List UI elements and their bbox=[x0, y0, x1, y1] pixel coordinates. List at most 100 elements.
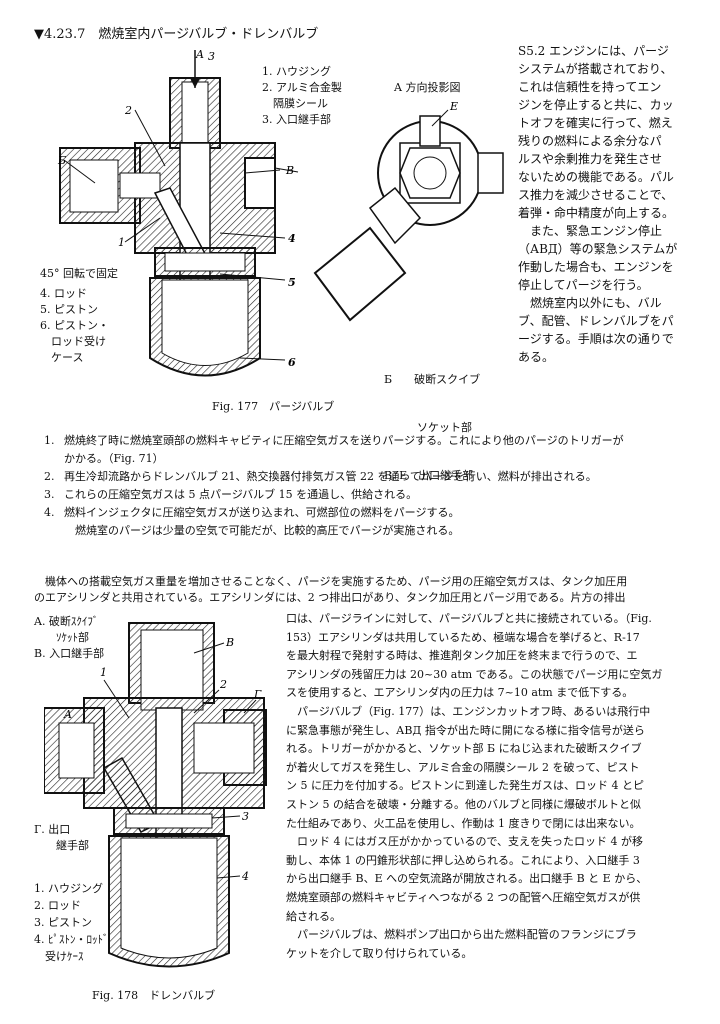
purge-steps-list: 1.燃焼終了時に燃焼室頭部の燃料キャビティに圧縮空気ガスを送りパージする。これに… bbox=[44, 433, 704, 539]
fig177-legend-right: Б 破断スクイブ ソケット部 B, E 出口継手部 bbox=[384, 340, 480, 500]
text-line: パージバルブは、燃料ポンプ出口から出た燃料配管のフランジにブラ bbox=[286, 928, 637, 942]
text-line: を最大射程で発射する時は、推進剤タンク加圧を終末まで行うので、エ bbox=[286, 649, 638, 663]
section-title: ▼4.23.7 燃焼室内パージバルブ・ドレンバルブ bbox=[34, 27, 319, 42]
part-item: 隔膜シール bbox=[262, 97, 328, 110]
callout-5: 5 bbox=[288, 276, 296, 289]
fig178-parts-list: 1. ハウジング 2. ロッド 3. ピストン 4. ﾋﾟｽﾄﾝ・ﾛｯﾄﾞ 受け… bbox=[34, 880, 109, 965]
callout-3: 3 bbox=[208, 50, 215, 63]
legend-line: B, E 出口継手部 bbox=[384, 469, 474, 482]
text-line: ある。 bbox=[518, 350, 555, 364]
legend-line: B. 入口継手部 bbox=[34, 647, 105, 660]
part-item: 受けｹｰｽ bbox=[34, 950, 84, 963]
callout-6: 6 bbox=[288, 356, 296, 369]
text-line: （АВД）等の緊急システムが bbox=[518, 242, 678, 256]
part-item: 1. ハウジング bbox=[34, 882, 103, 895]
part-item: 3. ピストン bbox=[34, 916, 92, 929]
list-item: 3.これらの圧縮空気ガスは 5 点パージバルブ 15 を通過し、供給される。 bbox=[44, 488, 418, 501]
text-line: た仕組みであり、火工品を使用し、作動は 1 度きりで閉には出来ない。 bbox=[286, 816, 641, 830]
list-item: 1.燃焼終了時に燃焼室頭部の燃料キャビティに圧縮空気ガスを送りパージする。これに… bbox=[44, 434, 624, 447]
callout-3: 3 bbox=[242, 810, 249, 823]
part-item: 4. ロッド bbox=[40, 287, 87, 300]
list-item: かかる。（Fig. 71） bbox=[64, 452, 164, 465]
part-item: 5. ピストン bbox=[40, 303, 98, 316]
legend-line: Б 破断スクイブ bbox=[384, 373, 481, 386]
text-line: スを使用すると、エアシリンダ内の圧力は 7~10 atm まで低下する。 bbox=[286, 686, 634, 700]
callout-1: 1 bbox=[100, 666, 107, 679]
text-line: に緊急事態が発生し、АВД 指令が出た時に開になる様に指令信号が送ら bbox=[286, 723, 645, 737]
list-item: 2.再生冷却流路からドレンバルブ 21、熱交換器付排気ガス管 22 を通ってパー… bbox=[44, 470, 597, 483]
text-line: 口は、パージラインに対して、パージバルブと共に接続されている。（Fig. bbox=[286, 612, 652, 625]
callout-4: 4 bbox=[288, 232, 296, 245]
text-line: S5.2 エンジンには、パージ bbox=[518, 44, 669, 58]
list-item: 燃焼室のパージは少量の空気で可能だが、比較的高圧でパージが実施される。 bbox=[64, 524, 460, 537]
text-line: ージする。手順は次の通りで bbox=[518, 332, 674, 346]
part-item: 3. 入口継手部 bbox=[262, 113, 331, 126]
right-column-text: S5.2 エンジンには、パージ システムが搭載されており、 これは信頼性を持って… bbox=[518, 42, 698, 366]
text-line: 停止してパージを行う。 bbox=[518, 278, 649, 292]
text-line: ス推力を減少させることで、 bbox=[518, 188, 674, 202]
a-view-label: A 方向投影図 bbox=[394, 81, 461, 94]
text-line: ルスや余剰推力を発生させ bbox=[518, 152, 663, 166]
fig178-legend-top: A. 破断ｽｸｲﾌﾞ ｿｹｯﾄ部 B. 入口継手部 bbox=[34, 614, 104, 662]
part-item: 6. ピストン・ bbox=[40, 319, 109, 332]
part-item: ケース bbox=[40, 351, 84, 364]
callout-a3: A bbox=[195, 48, 204, 61]
text-line: システムが搭載されており、 bbox=[518, 62, 673, 76]
callout-4: 4 bbox=[241, 870, 249, 883]
fig177-purge-valve-drawing: A 3 2 Б 1 B 4 5 6 bbox=[57, 48, 299, 377]
text-line: 機体への搭載空気ガス重量を増加させることなく、パージを実施するため、パージ用の圧… bbox=[34, 575, 628, 588]
callout-b: B bbox=[225, 636, 234, 649]
body-paragraph: 機体への搭載空気ガス重量を増加させることなく、パージを実施するため、パージ用の圧… bbox=[34, 574, 706, 606]
text-line: 燃焼室頭部の燃料キャビティへつながる 2 つの配管へ圧縮空気ガスが供 bbox=[286, 890, 641, 904]
part-item: 2. アルミ合金製 bbox=[262, 81, 342, 94]
legend-line: ｿｹｯﾄ部 bbox=[34, 631, 89, 644]
text-line: 給される。 bbox=[286, 909, 341, 923]
part-item: 1. ハウジング bbox=[262, 65, 331, 78]
right-column-text-2: 口は、パージラインに対して、パージバルブと共に接続されている。（Fig. 153… bbox=[286, 610, 706, 963]
fig177-a-view-drawing: E bbox=[313, 100, 504, 322]
text-line: 作動した場合も、エンジンを bbox=[518, 260, 674, 274]
part-item: 2. ロッド bbox=[34, 899, 81, 912]
text-line: ストン 5 の結合を破壊・分離する。他のバルブと同様に爆破ボルトと似 bbox=[286, 797, 641, 811]
text-line: から出口継手 B、E への空気流路が開放される。出口継手 B と E から、 bbox=[286, 872, 648, 886]
callout-b: B bbox=[285, 164, 294, 177]
callout-a: A bbox=[63, 708, 72, 721]
text-line: ン 5 に圧力を付加する。ピストンに到達した発生ガスは、ロッド 4 とピ bbox=[286, 779, 644, 793]
text-line: ロッド 4 にはガス圧がかかっているので、支えを失ったロッド 4 が移 bbox=[286, 835, 643, 849]
legend-line: Г. 出口 bbox=[34, 823, 71, 836]
text-line: れる。トリガーがかかると、ソケット部 Б にねじ込まれた破断スクイブ bbox=[286, 742, 642, 756]
text-line: のエアシリンダと共用されている。エアシリンダには、2 つ排出口があり、タンク加圧… bbox=[34, 591, 626, 604]
rotation-note: 45° 回転で固定 bbox=[40, 267, 118, 280]
text-line: ないための機能である。パル bbox=[518, 170, 674, 184]
text-line: 動し、本体 1 の円錐形状部に押し込められる。これにより、入口継手 3 bbox=[286, 853, 640, 867]
callout-1: 1 bbox=[118, 236, 125, 249]
text-line: トオフを確実に行って、燃え bbox=[518, 116, 673, 130]
text-line: パージバルブ（Fig. 177）は、エンジンカットオフ時、あるいは飛行中 bbox=[286, 704, 651, 718]
callout-b-socket: Б bbox=[57, 154, 66, 167]
callout-e: E bbox=[449, 100, 458, 113]
fig177-legend-left: 45° 回転で固定 4. ロッド 5. ピストン 6. ピストン・ ロッド受け … bbox=[40, 266, 118, 366]
text-line: また、緊急エンジン停止 bbox=[518, 224, 663, 238]
text-line: ケットを介して取り付けられている。 bbox=[286, 946, 473, 960]
callout-g: Г bbox=[253, 688, 262, 701]
legend-line: ソケット部 bbox=[384, 421, 472, 434]
callout-2: 2 bbox=[124, 104, 132, 117]
text-line: 残りの燃料による余分なパ bbox=[518, 134, 662, 148]
fig178-caption: Fig. 178 ドレンバルブ bbox=[92, 989, 216, 1002]
legend-line: A. 破断ｽｸｲﾌﾞ bbox=[34, 615, 99, 628]
fig178-legend-outlet: Г. 出口 継手部 bbox=[34, 822, 89, 854]
callout-2: 2 bbox=[219, 678, 227, 691]
part-item: 4. ﾋﾟｽﾄﾝ・ﾛｯﾄﾞ bbox=[34, 933, 109, 946]
text-line: 153）エアシリンダは共用しているため、極端な場合を挙げると、R-17 bbox=[286, 630, 640, 644]
text-line: これは信頼性を持ってエン bbox=[518, 80, 662, 94]
list-item: 4.燃料インジェクタに圧縮空気ガスが送り込まれ、可燃部位の燃料をパージする。 bbox=[44, 506, 460, 519]
text-line: 着弾・命中精度が向上する。 bbox=[518, 206, 675, 220]
text-line: アシリンダの残留圧力は 20~30 atm である。この状態でパージ用に空気ガ bbox=[286, 667, 663, 681]
fig177-caption: Fig. 177 パージバルブ bbox=[212, 400, 335, 413]
fig178-drain-valve-drawing: B 1 2 Г A 3 4 bbox=[44, 622, 267, 968]
text-line: ブ、配管、ドレンバルブをパ bbox=[518, 314, 674, 328]
fig177-parts-list: 1. ハウジング 2. アルミ合金製 隔膜シール 3. 入口継手部 bbox=[262, 64, 342, 128]
part-item: ロッド受け bbox=[40, 335, 106, 348]
text-line: ジンを停止すると共に、カッ bbox=[518, 98, 674, 112]
text-line: 燃焼室内以外にも、バル bbox=[518, 296, 662, 310]
